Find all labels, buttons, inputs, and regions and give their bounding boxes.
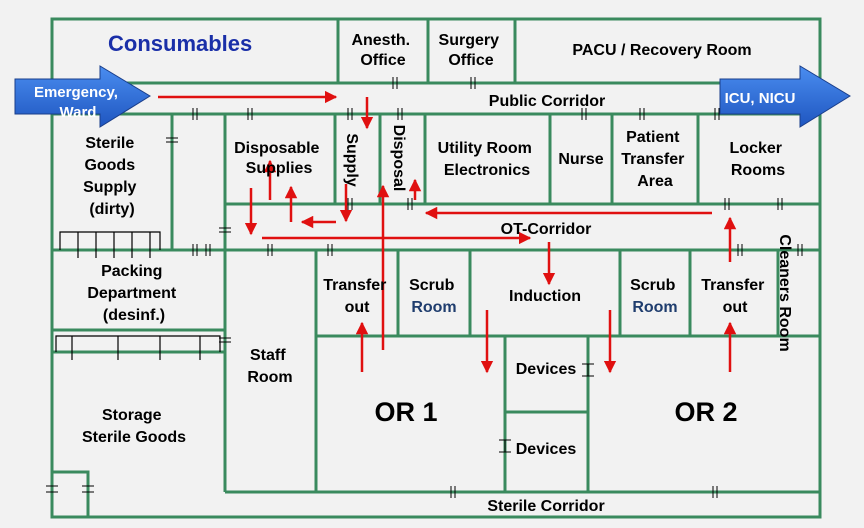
room-patient-transfer: Patient Transfer Area: [621, 129, 689, 190]
room-or-2: OR 2: [674, 397, 737, 427]
room-transfer-out-1: Transfer out: [323, 277, 391, 316]
entrance-right-label: ICU, NICU: [725, 90, 796, 107]
room-nurse: Nurse: [558, 151, 603, 168]
room-induction: Induction: [509, 288, 581, 305]
room-devices-2: Devices: [516, 441, 577, 458]
room-supply: Supply: [343, 133, 360, 186]
room-utility: Utility Room Electronics: [438, 140, 537, 179]
room-pacu: PACU / Recovery Room: [572, 42, 751, 59]
public-corridor-label: Public Corridor: [489, 93, 605, 110]
chute-markers: [55, 231, 221, 360]
room-staff: Staff Room: [247, 347, 292, 386]
sterile-corridor-label: Sterile Corridor: [487, 498, 604, 515]
room-locker: Locker Rooms: [730, 140, 787, 179]
entrance-arrow-right: [719, 65, 851, 128]
entrance-left-label: Emergency, Ward: [34, 84, 122, 121]
room-devices-1: Devices: [516, 361, 577, 378]
room-sterile-goods-supply: Sterile Goods Supply (dirty): [83, 135, 141, 218]
room-storage: Storage Sterile Goods: [82, 407, 186, 446]
room-surgery-office: Surgery Office: [439, 32, 504, 69]
room-transfer-out-2: Transfer out: [701, 277, 769, 316]
building-outline: [50, 17, 822, 519]
room-disposable-supplies: Disposable Supplies: [234, 140, 324, 177]
entrance-arrow-left: [14, 65, 151, 128]
room-or-1: OR 1: [374, 397, 437, 427]
room-scrub-1: Scrub Room: [409, 277, 459, 316]
room-anesth-office: Anesth. Office: [351, 32, 414, 69]
room-packing: Packing Department (desinf.): [87, 263, 180, 324]
door-markers: [46, 77, 803, 498]
room-disposal: Disposal: [390, 125, 407, 192]
room-cleaners: Cleaners Room: [776, 234, 793, 351]
flow-arrows: [158, 90, 737, 374]
ot-corridor-label: OT-Corridor: [501, 221, 592, 238]
title: Consumables: [108, 31, 252, 56]
room-scrub-2: Scrub Room: [630, 277, 680, 316]
